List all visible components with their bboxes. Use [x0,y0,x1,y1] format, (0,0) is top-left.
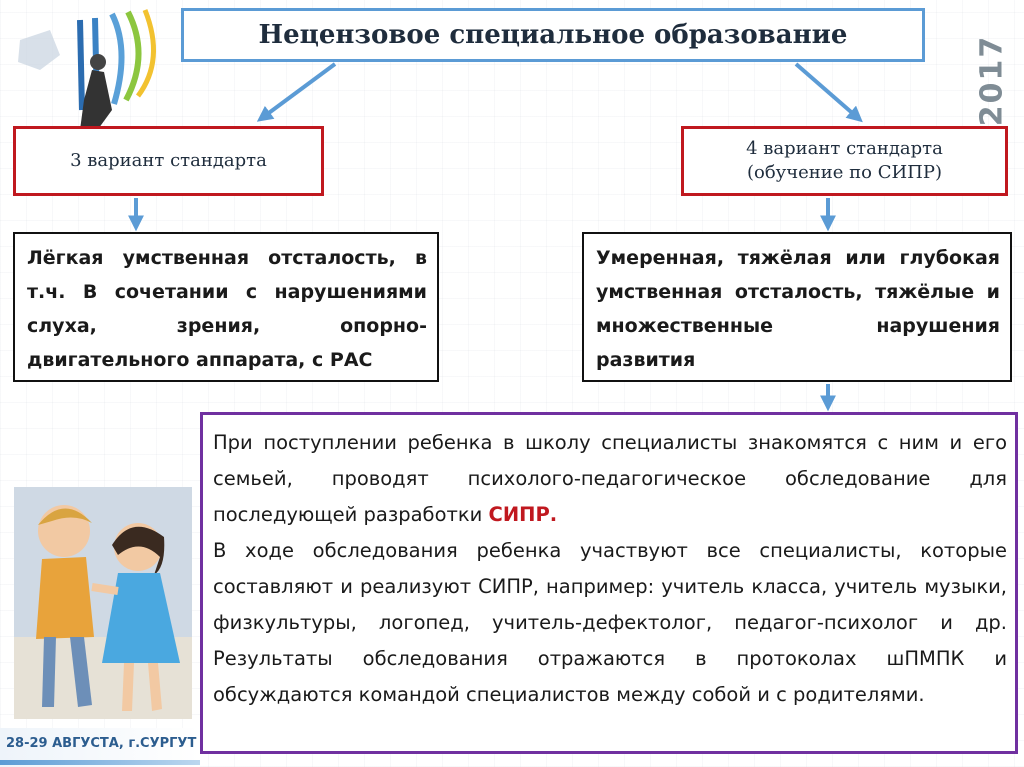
title-box: Нецензовое специальное образование [181,8,925,62]
page-title: Нецензовое специальное образование [258,20,848,50]
footer-bar [0,760,200,765]
variant-4-description-box: Умеренная, тяжёлая или глубокая умственн… [582,232,1012,382]
sipr-highlight: СИПР. [488,503,558,526]
variant-3-description-box: Лёгкая умственная отсталость, в т.ч. В с… [13,232,439,382]
conference-logo [18,9,156,132]
variant-4-description: Умеренная, тяжёлая или глубокая умственн… [596,247,1000,371]
variant-3-description: Лёгкая умственная отсталость, в т.ч. В с… [27,247,427,371]
variant-3-label: 3 вариант стандарта [70,150,267,171]
event-footer: 28-29 АВГУСТА, г.СУРГУТ [0,728,200,767]
main-text-box: При поступлении ребенка в школу специали… [200,412,1018,754]
variant-3-box: 3 вариант стандарта [13,126,324,196]
event-date-text: 28-29 АВГУСТА, г.СУРГУТ [6,736,197,751]
main-paragraph-1: При поступлении ребенка в школу специали… [213,425,1007,533]
variant-4-sublabel: (обучение по СИПР) [746,162,943,183]
children-illustration [14,487,192,719]
variant-4-box: 4 вариант стандарта (обучение по СИПР) [681,126,1008,196]
main-paragraph-1-text: При поступлении ребенка в школу специали… [213,431,1007,526]
year-vertical: 2017 [962,30,1022,130]
main-paragraph-2: В ходе обследования ребенка участвуют вс… [213,539,1007,706]
variant-4-label: 4 вариант стандарта [746,138,943,159]
year-text: 2017 [974,34,1010,126]
